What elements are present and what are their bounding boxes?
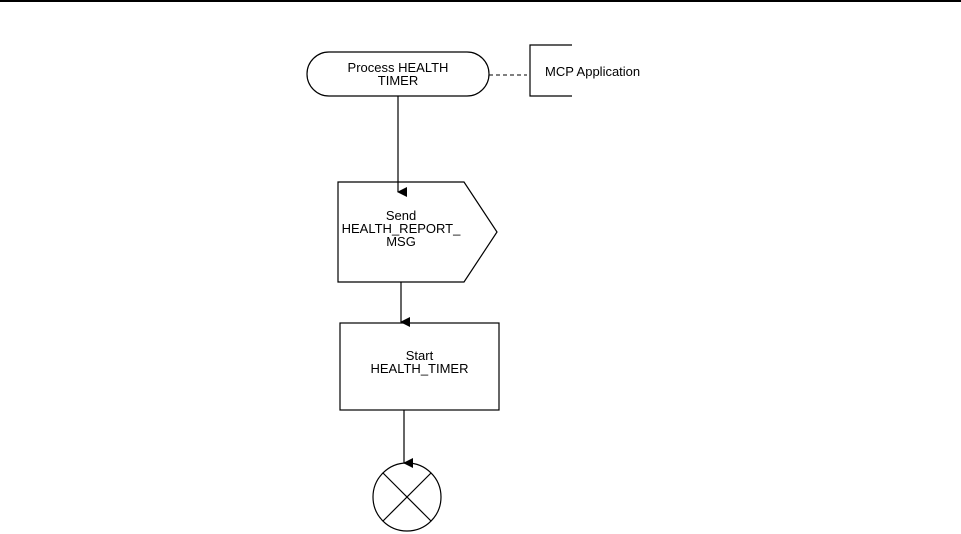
comment-label: MCP Application [545,64,641,79]
send-label-line-2: HEALTH_REPORT_ [341,221,461,236]
start-label-line-2: TIMER [377,73,419,88]
task-label-line-2: HEALTH_TIMER [370,361,469,376]
send-signal-shape [337,181,498,283]
task-box [339,322,500,411]
start-label-line-1: Process HEALTH [347,60,449,75]
task-label-line-1: Start [405,348,434,363]
send-label-line-3: MSG [386,234,416,249]
stop-symbol [372,462,442,532]
comment-bracket [529,44,572,97]
send-label-line-1: Send [385,208,417,223]
